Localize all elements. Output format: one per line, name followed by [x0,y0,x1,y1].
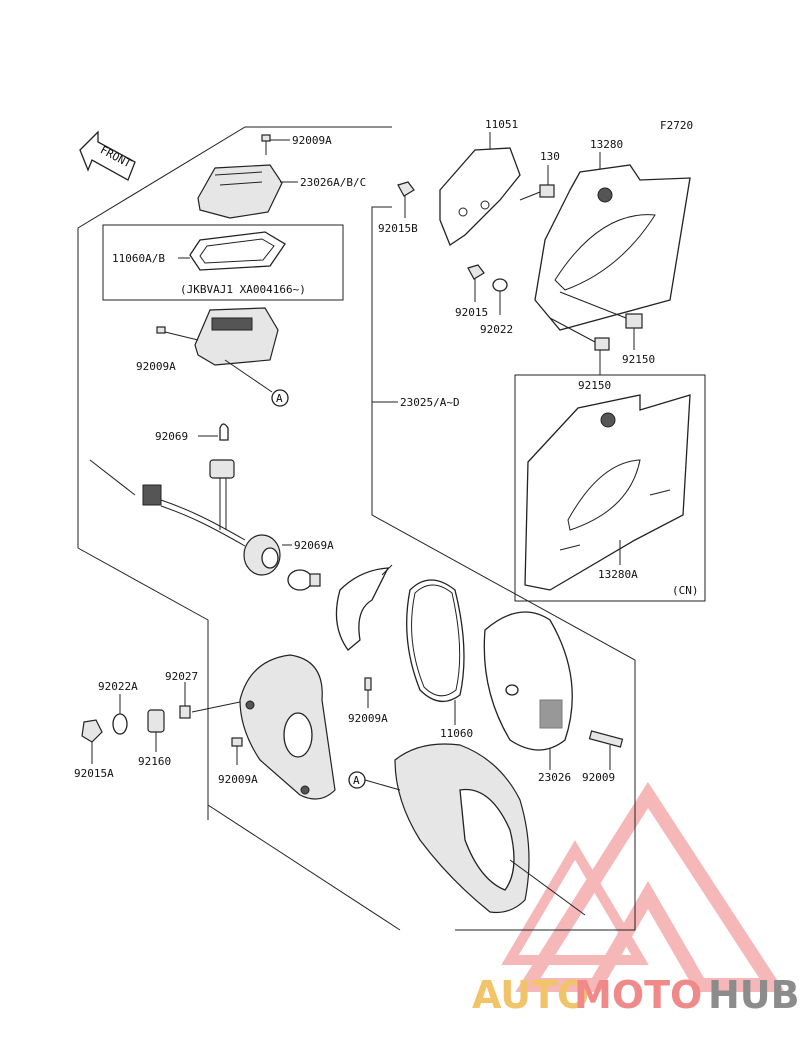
svg-text:MOTO: MOTO [574,973,702,1017]
socket-wire-icon [89,459,246,547]
plate-13280A-icon [524,394,691,591]
label-92015B: 92015B [378,222,418,235]
label-23025: 23025/A~D [400,396,460,409]
front-arrow-icon: FRONT [79,130,136,181]
bolt-92009A-mid-icon [156,326,166,334]
serial-note: (JKBVAJ1 XA004166~) [180,283,306,296]
cn-note: (CN) [672,584,699,597]
gasket-box [102,224,344,301]
gasket-11060AB-icon [178,231,286,271]
callout-A-lower-icon: A [348,771,401,791]
bolt-92150-b-icon [549,317,610,375]
bulb-icon [287,569,321,591]
washer-92022A-icon [112,694,128,735]
washer-92022-icon [492,278,508,315]
nut-92015B-icon [397,181,415,218]
label-13280A: 13280A [598,568,638,581]
damper-92160-icon [147,709,165,752]
assembly-frame [77,126,636,931]
screw-92009A-bot-icon [231,737,243,765]
label-11060: 11060 [440,727,473,740]
label-92009A-low: 92009A [348,712,388,725]
nut-92027-icon [179,682,241,719]
plate-13280-icon [534,152,691,331]
nut-92015A-icon [81,719,103,764]
wire-arrow [509,859,586,916]
label-92009A-bot: 92009A [218,773,258,786]
bolt-130-icon [519,165,555,201]
watermark-text: AUTO MOTO HUB [472,973,800,1017]
bracket-icon [239,654,336,800]
label-11051: 11051 [485,118,518,131]
label-92009A-mid: 92009A [136,360,176,373]
cn-plate-box [514,374,706,602]
lens-23026-icon [483,611,573,770]
bolt-92009A-top-icon [261,134,290,155]
label-23026: 23026 [538,771,571,784]
label-92069A: 92069A [294,539,334,552]
lamp-cover-23026ABC-icon [197,164,298,219]
bolt-92150-a-icon [559,291,643,350]
label-13280: 13280 [590,138,623,151]
label-92015A: 92015A [74,767,114,780]
label-92022A: 92022A [98,680,138,693]
socket-92069A-icon [243,534,292,576]
svg-text:AUTO: AUTO [472,973,589,1017]
gasket-11060-icon [406,579,465,725]
watermark-logo-icon [501,782,785,992]
label-92069: 92069 [155,430,188,443]
label-92022: 92022 [480,323,513,336]
label-92150-b: 92150 [578,379,611,392]
lamp-base-icon [394,743,530,914]
reflector-icon [335,564,393,651]
figure-code: F2720 [660,119,693,132]
label-92009: 92009 [582,771,615,784]
label-92015: 92015 [455,306,488,319]
svg-text:A: A [276,392,283,405]
label-23026ABC: 23026A/B/C [300,176,366,189]
label-11060AB: 11060A/B [112,252,165,265]
svg-text:HUB: HUB [708,973,800,1017]
label-92160: 92160 [138,755,171,768]
screw-92009-icon [588,730,624,770]
label-130: 130 [540,150,560,163]
label-92027: 92027 [165,670,198,683]
nut-92015-icon [467,264,485,302]
lamp-housing-icon [164,307,279,393]
bulb-92069-icon [198,423,229,441]
svg-text:A: A [353,774,360,787]
label-92150-a: 92150 [622,353,655,366]
screw-92009A-low-icon [364,677,372,708]
callout-A-upper-icon: A [271,389,289,407]
bracket-11051-icon [439,132,521,246]
label-92009A-top: 92009A [292,134,332,147]
